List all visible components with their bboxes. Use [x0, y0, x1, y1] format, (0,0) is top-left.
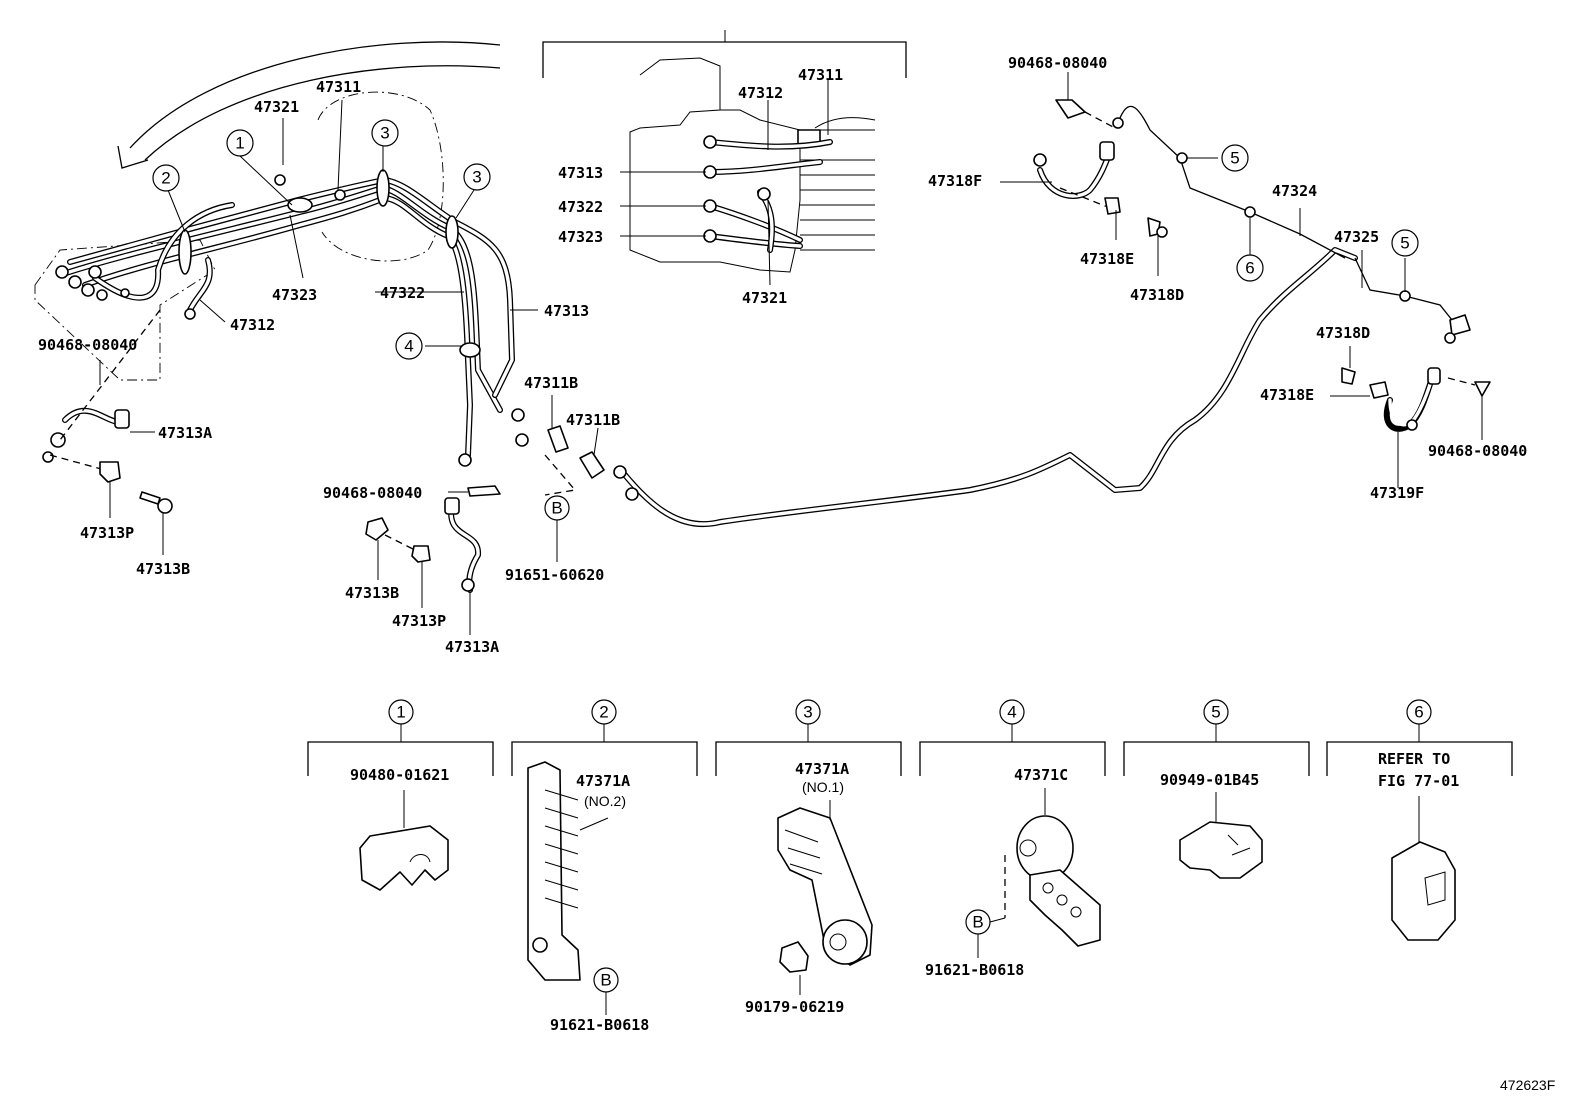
refer-line-2: FIG 77-01: [1378, 772, 1459, 790]
note-no2: (NO.2): [584, 793, 626, 809]
svg-text:3: 3: [472, 168, 481, 187]
label-47311B-a: 47311B: [524, 374, 578, 392]
callout-5b: [1391, 229, 1419, 257]
detail-box-3: 3 47371A (NO.1) 90179-06219: [715, 699, 902, 1016]
label-90179-06219: 90179-06219: [745, 998, 844, 1016]
callout-4: [395, 332, 423, 360]
label-47318D-right: 47318D: [1316, 324, 1370, 342]
inset-label-47312: 47312: [738, 84, 783, 102]
label-90949-01B45: 90949-01B45: [1160, 771, 1259, 789]
callout-5a: [1221, 144, 1249, 172]
label-47313P-mid: 47313P: [392, 612, 446, 630]
svg-text:6: 6: [1245, 259, 1254, 278]
refer-line-1: REFER TO: [1378, 750, 1450, 768]
label-47325: 47325: [1334, 228, 1379, 246]
label-47318F: 47318F: [928, 172, 982, 190]
label-47313: 47313: [544, 302, 589, 320]
detail-box-6: 6 REFER TO FIG 77-01: [1326, 699, 1513, 941]
svg-text:6: 6: [1414, 703, 1423, 722]
label-47318D-top: 47318D: [1130, 286, 1184, 304]
callout-1: [226, 129, 254, 157]
label-47324: 47324: [1272, 182, 1317, 200]
svg-text:3: 3: [380, 124, 389, 143]
label-90468-08040-left: 90468-08040: [38, 336, 137, 354]
callout-3a: [371, 119, 399, 147]
detail-box-1: 1 90480-01621: [307, 699, 494, 891]
svg-text:B: B: [551, 499, 562, 518]
svg-text:2: 2: [599, 703, 608, 722]
callout-2: [152, 164, 180, 192]
label-47319F: 47319F: [1370, 484, 1424, 502]
svg-text:5: 5: [1230, 149, 1239, 168]
label-47313A-left: 47313A: [158, 424, 212, 442]
inset-label-47321: 47321: [742, 289, 787, 307]
label-47313A-mid: 47313A: [445, 638, 499, 656]
callout-B: [544, 495, 570, 521]
left-assembly: 47311 47321 47323 47312 90468-08040 4731…: [34, 41, 620, 656]
label-90480-01621: 90480-01621: [350, 766, 449, 784]
label-47313B-mid: 47313B: [345, 584, 399, 602]
svg-text:2: 2: [161, 169, 170, 188]
label-91621-B0618-box4: 91621-B0618: [925, 961, 1024, 979]
label-47322: 47322: [380, 284, 425, 302]
note-no1: (NO.1): [802, 779, 844, 795]
label-47312: 47312: [230, 316, 275, 334]
label-91651-60620: 91651-60620: [505, 566, 604, 584]
label-91621-B0618-box2: 91621-B0618: [550, 1016, 649, 1034]
detail-box-5: 5 90949-01B45: [1123, 699, 1310, 879]
svg-text:3: 3: [803, 703, 812, 722]
label-47313P-left: 47313P: [80, 524, 134, 542]
label-47371A-no2: 47371A: [576, 772, 630, 790]
label-47311: 47311: [316, 78, 361, 96]
label-47323: 47323: [272, 286, 317, 304]
svg-text:4: 4: [1007, 703, 1016, 722]
rear-pipe: [613, 247, 1358, 527]
detail-box-2: 2 47371A (NO.2) B 91621-B0618: [511, 699, 698, 1034]
label-90468-08040-right-top: 90468-08040: [1008, 54, 1107, 72]
label-47371C: 47371C: [1014, 766, 1068, 784]
callout-6: [1236, 254, 1264, 282]
svg-text:B: B: [600, 971, 611, 990]
svg-text:4: 4: [404, 337, 413, 356]
svg-text:1: 1: [235, 134, 244, 153]
detail-box-4: 4 47371C B 91621-B0618: [919, 699, 1106, 979]
label-90468-08040-right-bottom: 90468-08040: [1428, 442, 1527, 460]
right-assembly: 90468-08040 47318F 47318E 47318D 47324 4…: [928, 54, 1527, 502]
callout-3b: [463, 163, 491, 191]
label-90468-08040-mid: 90468-08040: [323, 484, 422, 502]
inset-label-47322: 47322: [558, 198, 603, 216]
inset-label-47311: 47311: [798, 66, 843, 84]
label-47321: 47321: [254, 98, 299, 116]
label-47318E-right: 47318E: [1260, 386, 1314, 404]
inset-label-47313: 47313: [558, 164, 603, 182]
label-47311B-b: 47311B: [566, 411, 620, 429]
inset-master-cylinder: 47311 47312 47313 47322 47323 47321: [542, 30, 907, 307]
inset-label-47323: 47323: [558, 228, 603, 246]
label-47371A-no1: 47371A: [795, 760, 849, 778]
svg-text:B: B: [972, 913, 983, 932]
label-47318E-top: 47318E: [1080, 250, 1134, 268]
svg-text:1: 1: [396, 703, 405, 722]
svg-text:5: 5: [1400, 234, 1409, 253]
svg-text:5: 5: [1211, 703, 1220, 722]
figure-id: 472623F: [1500, 1077, 1555, 1093]
label-47313B-left: 47313B: [136, 560, 190, 578]
